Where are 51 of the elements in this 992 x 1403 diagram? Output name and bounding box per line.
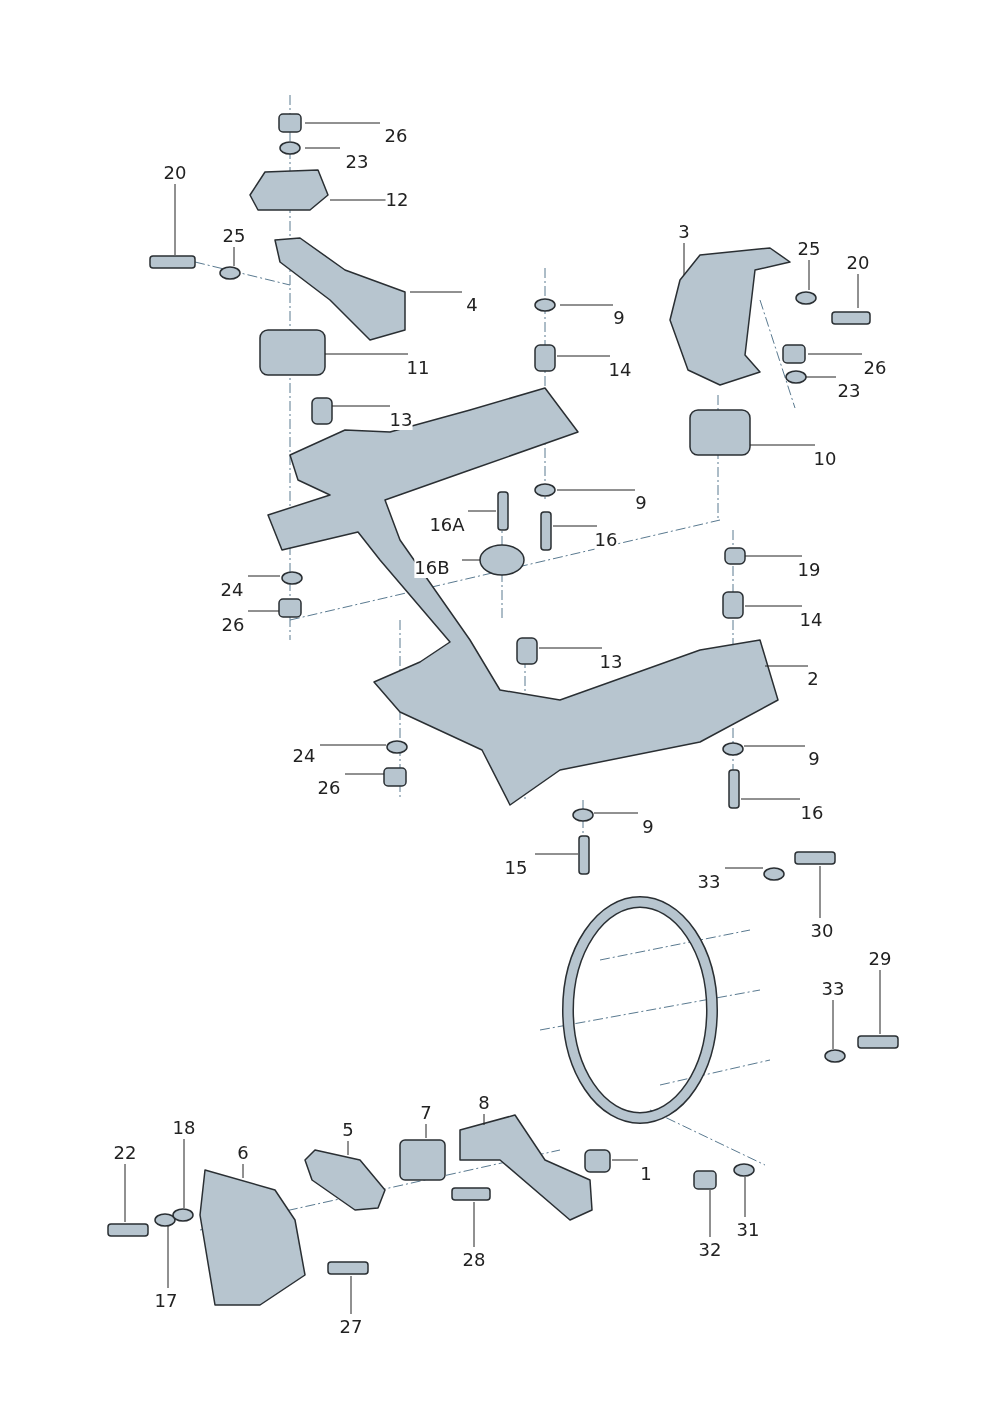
leader-line <box>808 259 810 291</box>
callout-number: 13 <box>389 410 413 430</box>
leader-line <box>461 559 481 561</box>
leader-line <box>247 610 280 612</box>
leader-line <box>167 1225 169 1289</box>
leader-line <box>805 376 837 378</box>
leader-line <box>740 798 801 800</box>
leader-line <box>174 183 176 256</box>
leader-line <box>744 605 803 607</box>
leader-line <box>344 773 385 775</box>
leader-line <box>425 1123 427 1139</box>
leader-line <box>556 489 636 491</box>
leader-line <box>593 812 639 814</box>
leader-line <box>183 1138 185 1209</box>
leader-line <box>709 1189 711 1238</box>
leader-line <box>744 1176 746 1218</box>
leader-line <box>724 867 764 869</box>
leader-line <box>559 304 614 306</box>
leader-line <box>304 122 381 124</box>
leader-line <box>319 744 387 746</box>
leader-line <box>743 745 806 747</box>
leader-line <box>329 199 387 201</box>
leader-line <box>350 1275 352 1315</box>
leader-line <box>409 291 463 293</box>
leader-line <box>538 647 603 649</box>
leader-line <box>552 525 598 527</box>
leader-line <box>611 1159 639 1161</box>
leader-line <box>764 665 809 667</box>
leader-line <box>483 1113 485 1126</box>
leader-line <box>304 147 341 149</box>
leader-line <box>807 353 863 355</box>
callout-number: 16B <box>414 558 450 578</box>
leader-line <box>534 853 579 855</box>
leader-line <box>242 1163 244 1179</box>
leader-line <box>473 1201 475 1248</box>
leader-line <box>556 355 611 357</box>
callout-number: 16 <box>594 530 618 550</box>
leader-line <box>233 246 235 267</box>
leader-line <box>744 555 803 557</box>
leader-line <box>247 575 281 577</box>
leader-line <box>124 1163 126 1223</box>
leader-line <box>683 242 685 276</box>
leader-line <box>347 1140 349 1156</box>
leader-line <box>832 999 834 1050</box>
leader-line <box>467 510 497 512</box>
leader-line <box>819 865 821 919</box>
leader-line <box>857 273 859 309</box>
leader-line <box>879 969 881 1035</box>
leader-line <box>749 444 816 446</box>
leader-line <box>331 405 391 407</box>
leader-line <box>324 353 409 355</box>
